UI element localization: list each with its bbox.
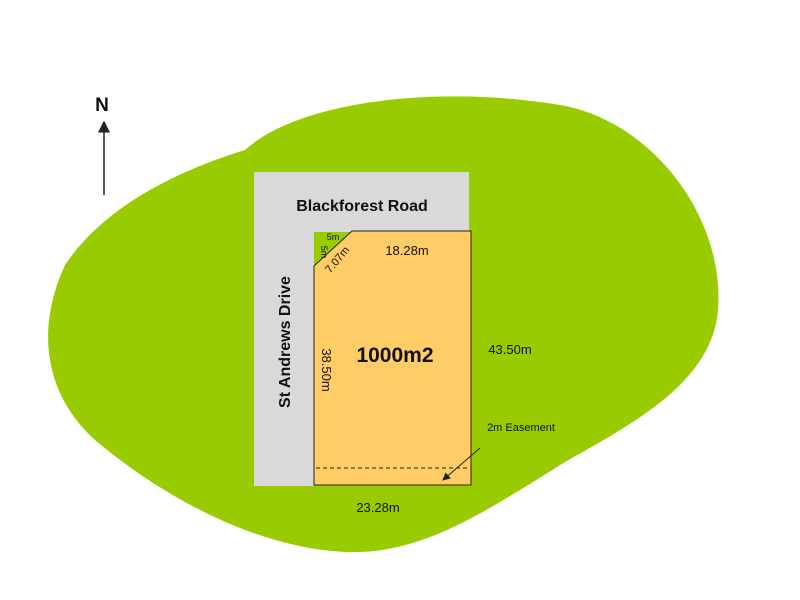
easement-label: 2m Easement bbox=[487, 422, 555, 434]
road-name-north: Blackforest Road bbox=[296, 198, 428, 215]
north-label: N bbox=[95, 95, 109, 116]
truncation-side-label: 5m bbox=[319, 246, 329, 259]
easement-arrow bbox=[442, 447, 481, 481]
dimension-side-west: 38.50m bbox=[319, 348, 334, 391]
lot-area-label: 1000m2 bbox=[356, 344, 433, 367]
dimension-side-east: 43.50m bbox=[488, 342, 531, 357]
lot-boundary bbox=[313, 230, 472, 486]
road-name-west: St Andrews Drive bbox=[277, 276, 294, 408]
road-reserve-west bbox=[254, 172, 314, 486]
dimension-rear-south: 23.28m bbox=[356, 500, 399, 515]
dimension-frontage-north: 18.28m bbox=[385, 243, 428, 258]
truncation-top-label: 5m bbox=[327, 232, 340, 242]
